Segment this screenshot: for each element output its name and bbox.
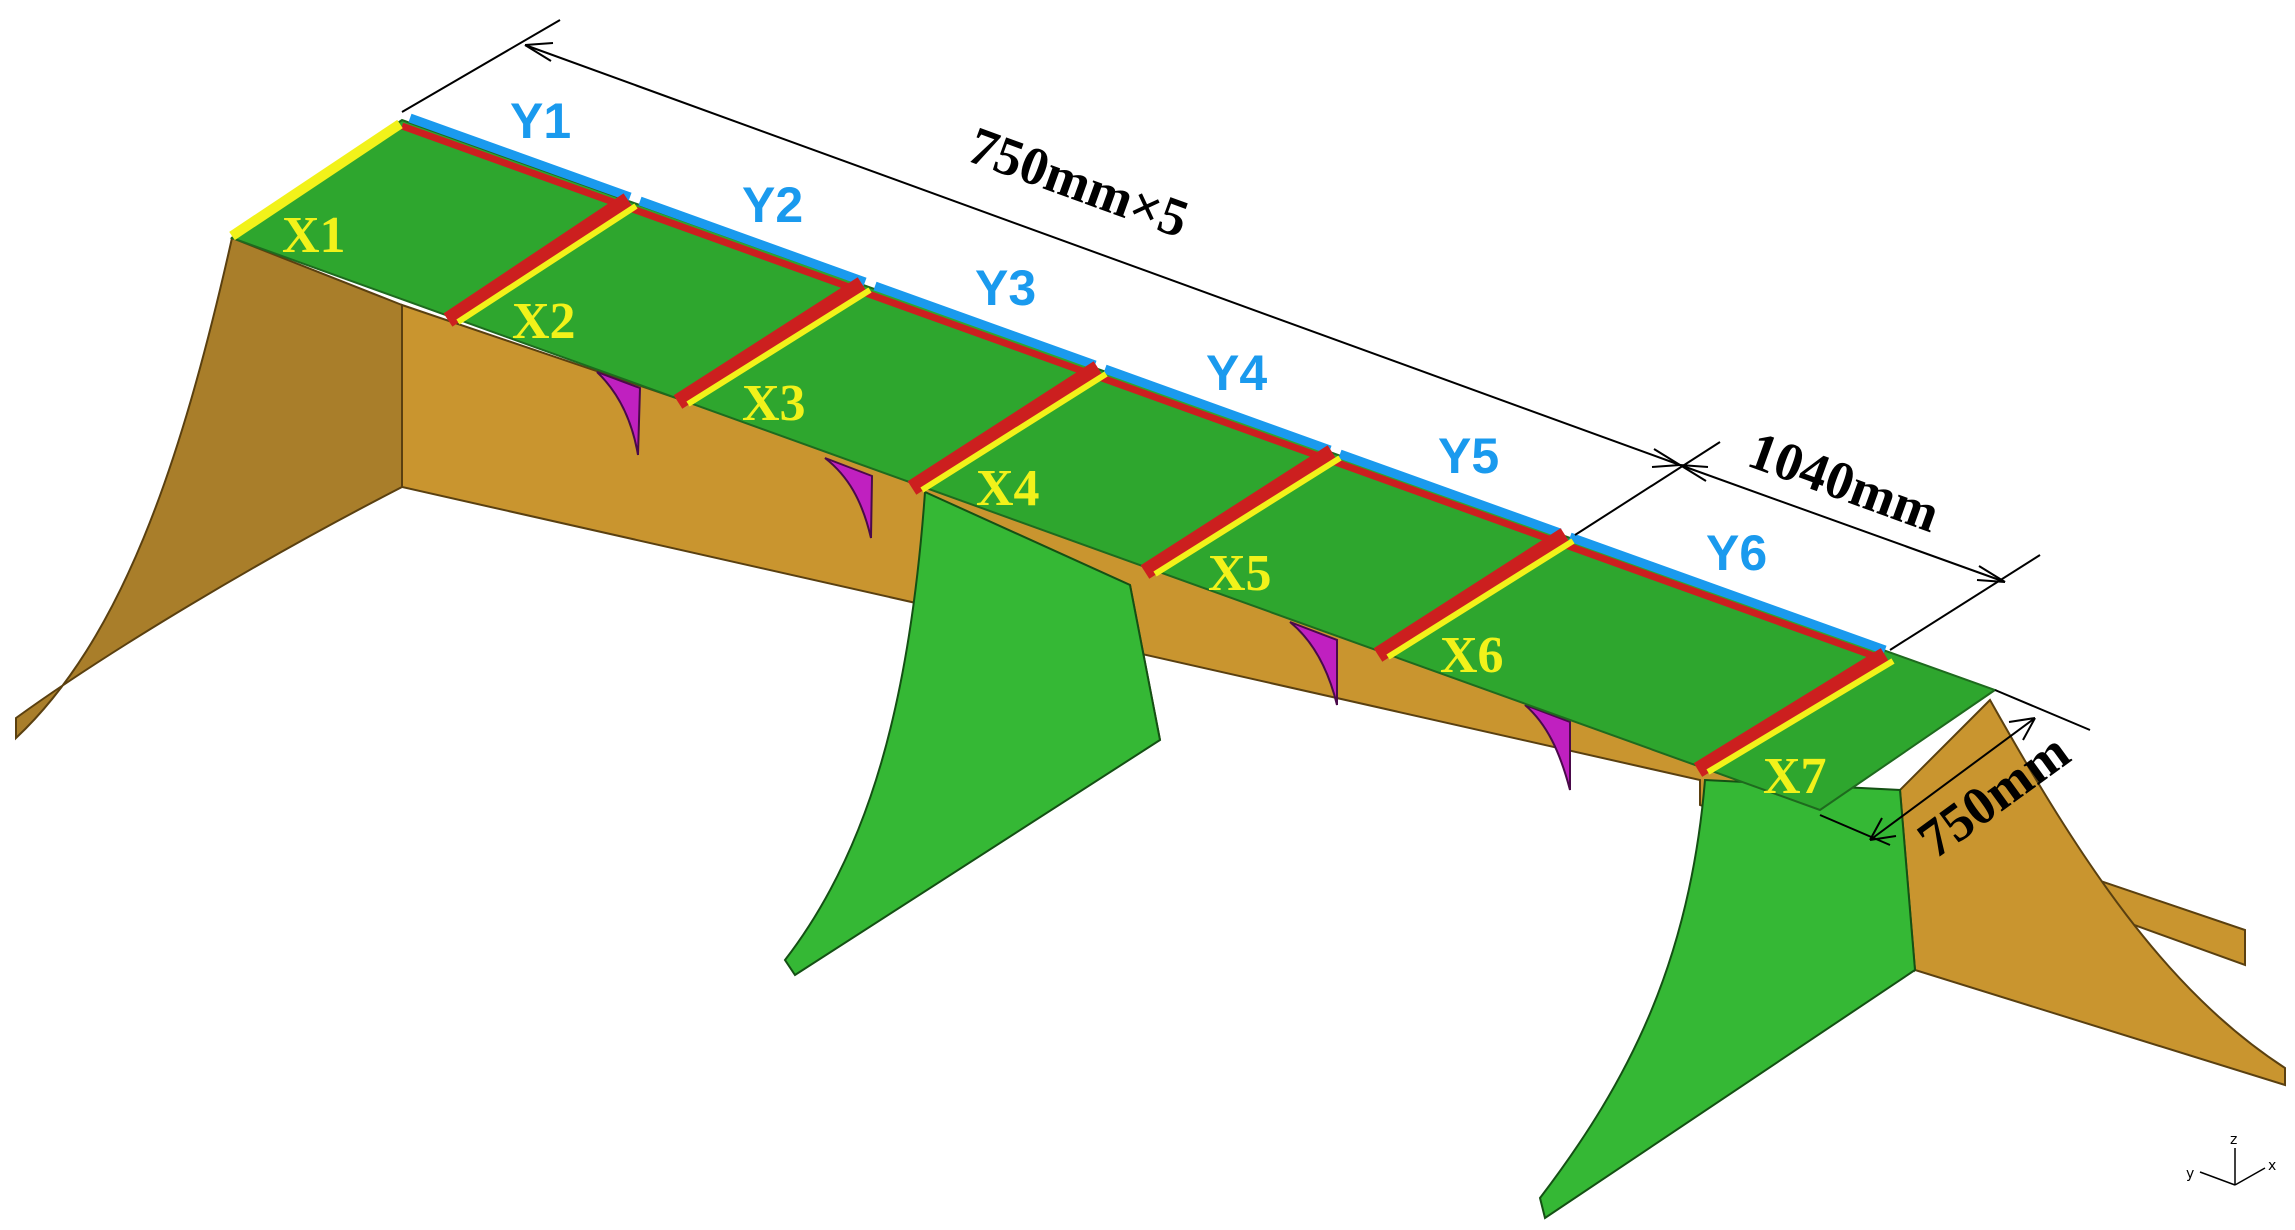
transverse-web-mid: [783, 490, 1162, 977]
transverse-web-right: [1538, 778, 1917, 1220]
bracket-4: [1524, 704, 1571, 791]
brackets: [596, 371, 1571, 791]
axis-x-label: x: [2268, 1158, 2276, 1174]
back-edge-weld: [400, 122, 1887, 664]
bracket-3: [1289, 621, 1338, 706]
label-x1: X1: [282, 207, 346, 264]
bracket-2: [824, 457, 874, 539]
dimension-lines: [401, 19, 2091, 846]
dimension-span: 750mm×5: [961, 115, 1196, 250]
axis-y-label: y: [2186, 1166, 2194, 1182]
label-x7: X7: [1763, 748, 1827, 805]
label-y3: Y3: [975, 260, 1036, 316]
label-x2: X2: [512, 293, 576, 350]
girder-left-end-flare: [15, 236, 403, 741]
label-y5: Y5: [1438, 428, 1499, 484]
x-labels: X1 X2 X3 X4 X5 X6 X7: [282, 207, 1827, 805]
y-labels: Y1 Y2 Y3 Y4 Y5 Y6: [510, 93, 1767, 581]
label-x4: X4: [976, 460, 1040, 517]
x-weld-lines: [229, 119, 1895, 777]
label-x3: X3: [742, 375, 806, 432]
label-y2: Y2: [742, 177, 803, 233]
axis-z-label: z: [2230, 1132, 2237, 1148]
label-y4: Y4: [1206, 345, 1267, 401]
bracket-1: [596, 371, 642, 456]
label-x6: X6: [1440, 627, 1504, 684]
label-y6: Y6: [1706, 525, 1767, 581]
transverse-webs: [783, 490, 1917, 1220]
girder-right-end-flare: [1898, 698, 2286, 1087]
axis-triad-icon: [2199, 1148, 2266, 1186]
label-y1: Y1: [510, 93, 571, 149]
y-edge-lines: [408, 113, 1887, 655]
longitudinal-girder: [15, 236, 2286, 1087]
dimension-last-span: 1040mm: [1741, 420, 1948, 544]
label-x5: X5: [1208, 545, 1272, 602]
